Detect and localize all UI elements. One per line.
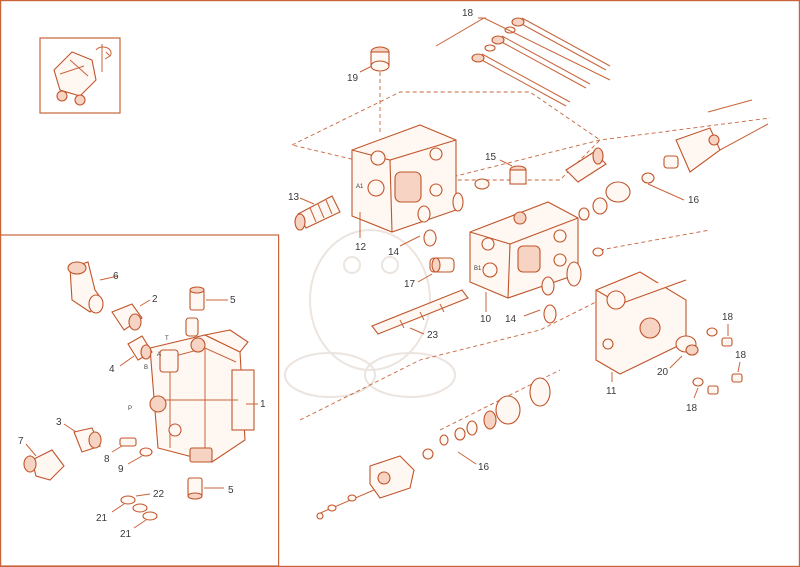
callout-16-lower: 16 — [478, 462, 490, 473]
machine-locator-inset[interactable] — [39, 37, 121, 114]
washer-18-a[interactable] — [706, 327, 718, 337]
callout-23: 23 — [427, 330, 439, 341]
callout-3: 3 — [56, 417, 62, 428]
elbow-fitting-7[interactable] — [23, 449, 65, 481]
callout-18-a: 18 — [722, 312, 734, 323]
washer-9[interactable] — [139, 447, 153, 457]
callout-18-b: 18 — [735, 350, 747, 361]
bolt-8[interactable] — [119, 437, 137, 447]
port-mark-b1: B1 — [474, 266, 482, 272]
end-cover-11[interactable] — [595, 271, 687, 375]
plug-cap-19[interactable] — [370, 46, 390, 72]
valve-body-assembly-1[interactable] — [149, 317, 255, 463]
callout-14-upper: 14 — [388, 247, 400, 258]
callout-18-top: 18 — [462, 8, 474, 19]
callout-21-lower: 21 — [120, 529, 132, 540]
callout-11: 11 — [606, 386, 617, 397]
callout-14-lower: 14 — [505, 314, 517, 325]
port-mark-a: A — [157, 352, 161, 358]
callout-2: 2 — [152, 294, 158, 305]
connector-2[interactable] — [111, 303, 143, 331]
washer-21-lower[interactable] — [142, 511, 158, 521]
actuator-kit-16-lower[interactable] — [316, 377, 551, 520]
callout-7: 7 — [18, 436, 24, 447]
fitting-4[interactable] — [127, 335, 153, 361]
callout-1: 1 — [260, 399, 266, 410]
seals-14-upper[interactable] — [417, 178, 490, 247]
callout-21-upper: 21 — [96, 513, 108, 524]
seals-14-lower[interactable] — [541, 247, 604, 324]
rotation-arrow-icon — [95, 44, 112, 72]
callout-13: 13 — [288, 192, 300, 203]
relief-spool-13[interactable] — [294, 195, 341, 231]
fitting-20[interactable] — [675, 335, 699, 356]
nipple-fitting-5-bottom[interactable] — [187, 477, 203, 500]
tie-rods-18-top[interactable] — [471, 17, 611, 107]
callout-6: 6 — [113, 271, 119, 282]
callout-18-c: 18 — [686, 403, 698, 414]
port-mark-a1: A1 — [356, 184, 364, 190]
port-mark-t: T — [165, 336, 169, 342]
screw-18-b[interactable] — [731, 373, 743, 383]
callout-10: 10 — [480, 314, 492, 325]
callout-12: 12 — [355, 242, 367, 253]
callout-8: 8 — [104, 454, 110, 465]
fitting-3[interactable] — [73, 427, 102, 453]
valve-section-10[interactable] — [469, 201, 579, 299]
callout-20: 20 — [657, 367, 669, 378]
callout-9: 9 — [118, 464, 124, 475]
port-mark-p: P — [128, 406, 132, 412]
washer-22[interactable] — [132, 503, 148, 513]
screw-18-a[interactable] — [721, 337, 733, 347]
washer-21-upper[interactable] — [120, 495, 136, 505]
piston-17[interactable] — [429, 257, 455, 273]
plug-15[interactable] — [509, 165, 527, 185]
callout-15: 15 — [485, 152, 497, 163]
callout-5-bottom: 5 — [228, 485, 234, 496]
callout-17: 17 — [404, 279, 416, 290]
callout-5-top: 5 — [230, 295, 236, 306]
screw-18-c[interactable] — [707, 385, 719, 395]
washer-18-c[interactable] — [692, 377, 704, 387]
main-spool-23[interactable] — [371, 289, 469, 335]
machine-locator-icon — [53, 51, 97, 106]
callout-16-upper: 16 — [688, 195, 700, 206]
port-mark-b: B — [144, 365, 148, 371]
guide-middle — [439, 117, 771, 251]
elbow-fitting-6[interactable] — [67, 261, 104, 314]
callout-22: 22 — [153, 489, 165, 500]
watermark — [284, 229, 456, 398]
callout-4: 4 — [109, 364, 115, 375]
nipple-fitting-5-top[interactable] — [189, 286, 205, 311]
guide-lower — [299, 299, 601, 431]
actuator-kit-16-upper[interactable] — [565, 99, 769, 221]
callout-19: 19 — [347, 73, 359, 84]
